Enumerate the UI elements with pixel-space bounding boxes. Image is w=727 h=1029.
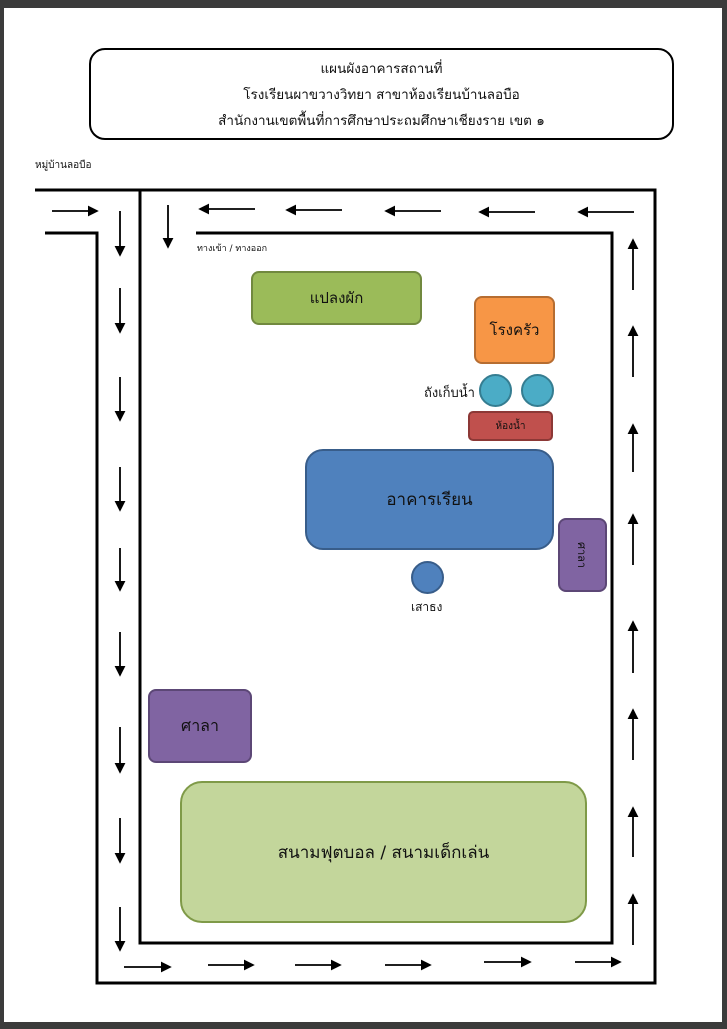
traffic-arrows: [52, 203, 639, 973]
entrance-label: ทางเข้า / ทางออก: [197, 244, 268, 254]
water-tank-1: [479, 374, 512, 407]
pavilion-small: ศาลา: [558, 518, 607, 592]
pavilion-small-label: ศาลา: [575, 541, 589, 569]
kitchen-label: โรงครัว: [489, 321, 540, 339]
classroom-building: อาคารเรียน: [305, 449, 554, 550]
vegetable-plot-label: แปลงผัก: [309, 289, 364, 307]
flagpole-label: เสาธง: [411, 600, 443, 614]
restroom-label: ห้องน้ำ: [495, 420, 526, 432]
title-line-2: โรงเรียนผาขวางวิทยา สาขาห้องเรียนบ้านลอบ…: [243, 87, 520, 103]
kitchen: โรงครัว: [474, 296, 555, 364]
title-line-1: แผนผังอาคารสถานที่: [320, 61, 443, 77]
title-line-3: สำนักงานเขตพื้นที่การศึกษาประถมศึกษาเชีย…: [218, 113, 545, 129]
classroom-building-label: อาคารเรียน: [386, 490, 473, 510]
water-tank-2: [521, 374, 554, 407]
road-outer-edge: [35, 188, 657, 985]
road-outline: [35, 188, 657, 985]
title-box: แผนผังอาคารสถานที่ โรงเรียนผาขวางวิทยา ส…: [89, 48, 674, 140]
road-inner-edge: [138, 190, 614, 945]
field-label: สนามฟุตบอล / สนามเด็กเล่น: [277, 842, 490, 863]
restroom: ห้องน้ำ: [468, 411, 553, 441]
vegetable-plot: แปลงผัก: [251, 271, 422, 325]
pavilion-large: ศาลา: [148, 689, 252, 763]
village-label: หมู่บ้านลอบือ: [35, 160, 92, 171]
football-field-playground: สนามฟุตบอล / สนามเด็กเล่น: [180, 781, 587, 923]
pavilion-large-label: ศาลา: [181, 715, 219, 735]
flagpole: [411, 561, 444, 594]
water-tank-label: ถังเก็บน้ำ: [424, 386, 475, 401]
